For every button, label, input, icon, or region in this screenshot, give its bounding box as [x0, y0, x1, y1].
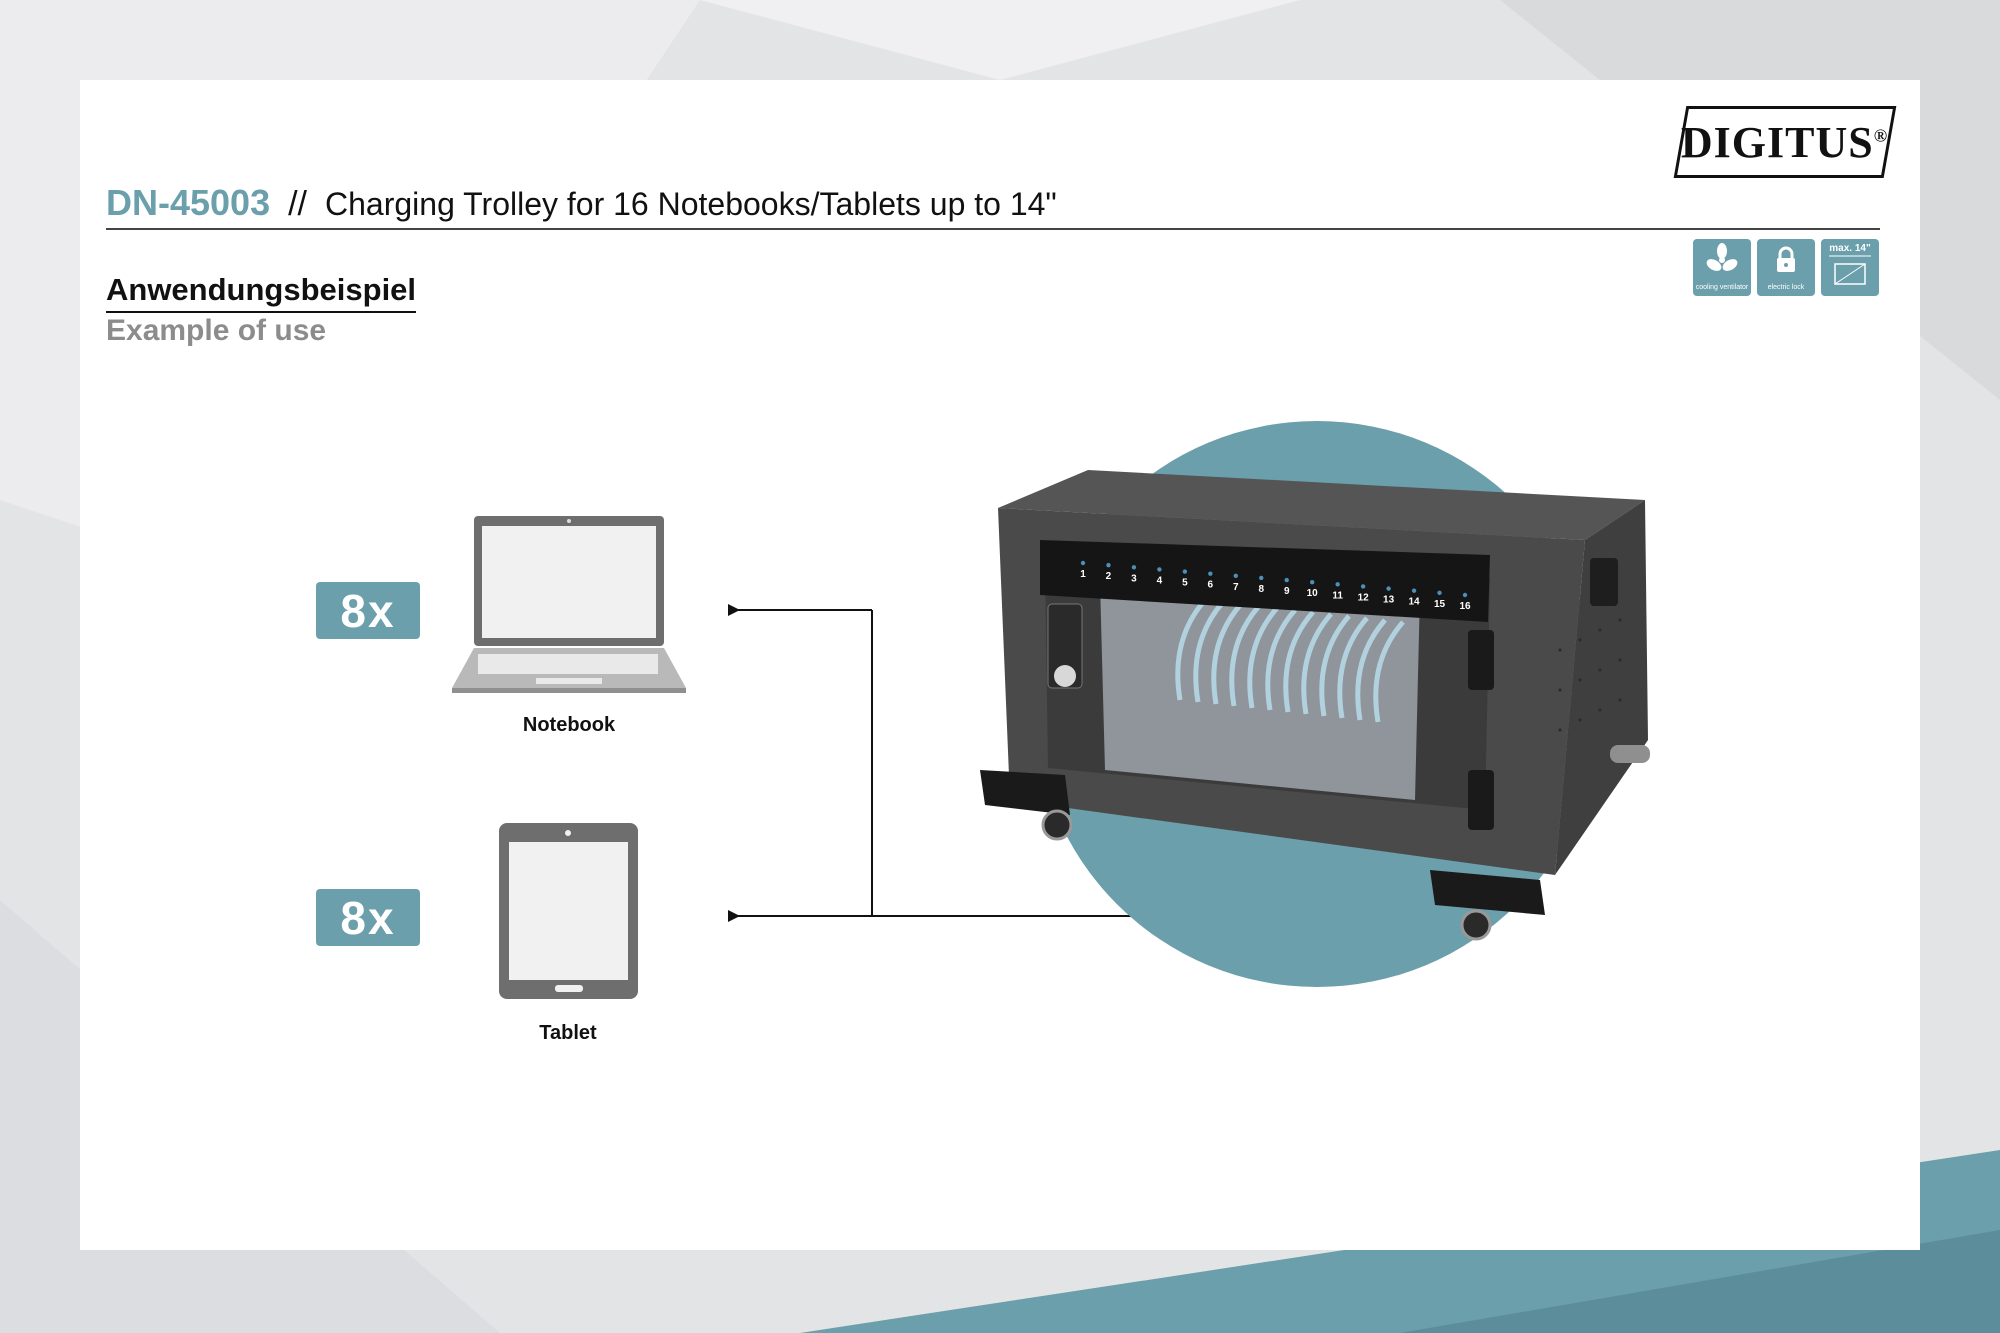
- section-heading-german: Anwendungsbeispiel: [106, 272, 417, 313]
- notebook-quantity-badge: 8x: [316, 582, 420, 639]
- feature-badges: cooling ventilator electric lock max. 14…: [1693, 239, 1879, 296]
- notebook-label: Notebook: [522, 714, 616, 736]
- title-separator: //: [288, 185, 307, 223]
- model-number: DN-45003: [106, 182, 271, 223]
- feature-badge-caption: cooling ventilator: [1695, 284, 1749, 291]
- tablet-quantity-badge: 8x: [316, 889, 420, 946]
- title-row: DN-45003 // Charging Trolley for 16 Notebo…: [106, 182, 1880, 230]
- content-card: [80, 80, 1920, 1250]
- feature-badge-cooling: cooling ventilator: [1693, 239, 1751, 296]
- digitus-logo: DIGITUS®: [1673, 106, 1897, 178]
- product-title: Charging Trolley for 16 Notebooks/Tablet…: [325, 186, 1057, 222]
- tablet-outline-icon: [1829, 255, 1871, 285]
- lock-icon: [1777, 246, 1795, 272]
- feature-badge-size: max. 14": [1821, 239, 1879, 296]
- logo-text: DIGITUS®: [1681, 117, 1889, 167]
- tablet-label: Tablet: [539, 1022, 597, 1044]
- feature-badge-caption: max. 14": [1829, 243, 1871, 254]
- section-heading-english: Example of use: [106, 314, 327, 347]
- feature-badge-caption: electric lock: [1767, 284, 1805, 291]
- fan-icon: [1706, 243, 1738, 271]
- feature-badge-lock: electric lock: [1757, 239, 1815, 296]
